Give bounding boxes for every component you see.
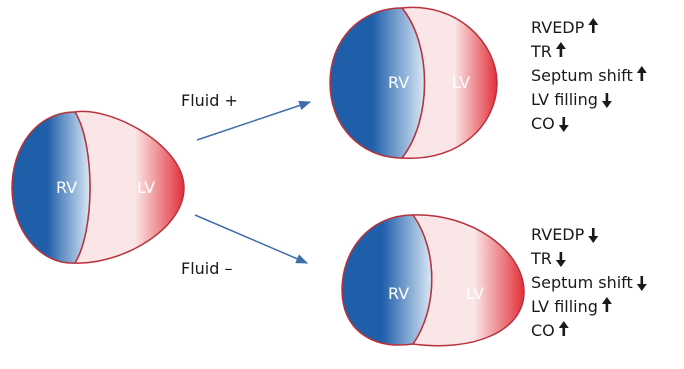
arrow-fluid-plus: Fluid + [181,91,312,141]
effect-item: Septum shift [531,273,647,292]
heart-fluid-plus: RV LV [329,6,498,159]
arrow-up-icon [588,18,599,33]
lv-chamber [73,110,185,264]
rv-chamber [329,7,426,159]
lv-label: LV [452,73,470,92]
rv-chamber [341,214,433,346]
effect-label: RVEDP [531,225,585,244]
effect-label: CO [531,114,555,133]
effect-item: CO [531,321,569,340]
arrow-down-icon [601,93,612,108]
effect-item: LV filling [531,90,612,109]
rv-label: RV [388,284,409,303]
effect-item: TR [530,249,566,268]
fluid-plus-label: Fluid + [181,91,238,110]
effect-label: LV filling [531,297,598,316]
effect-item: RVEDP [531,225,599,244]
fluid-minus-label: Fluid – [181,259,232,278]
effect-item: Septum shift [531,66,647,85]
effect-item: RVEDP [531,18,599,37]
arrow-up-icon [636,66,647,81]
effect-label: CO [531,321,555,340]
effect-label: TR [530,42,552,61]
effect-item: CO [531,114,569,133]
arrow-fluid-minus: Fluid – [181,214,309,278]
arrow-down-icon [558,117,569,132]
rv-label: RV [56,178,77,197]
arrow-up-icon [601,297,612,312]
rv-chamber [11,111,91,264]
lv-label: LV [137,178,155,197]
lv-label: LV [466,284,484,303]
effect-label: TR [530,249,552,268]
effect-label: LV filling [531,90,598,109]
heart-baseline: RV LV [11,110,185,264]
effect-label: Septum shift [531,273,633,292]
effect-label: Septum shift [531,66,633,85]
effect-item: LV filling [531,297,612,316]
arrow-down-icon [555,252,566,267]
heart-fluid-minus: RV LV [341,214,525,347]
arrow-up-icon [558,321,569,336]
arrow-up-icon [555,42,566,57]
arrow-down-icon [588,228,599,243]
arrow-down-icon [636,276,647,291]
effect-label: RVEDP [531,18,585,37]
effect-item: TR [530,42,566,61]
rv-label: RV [388,73,409,92]
